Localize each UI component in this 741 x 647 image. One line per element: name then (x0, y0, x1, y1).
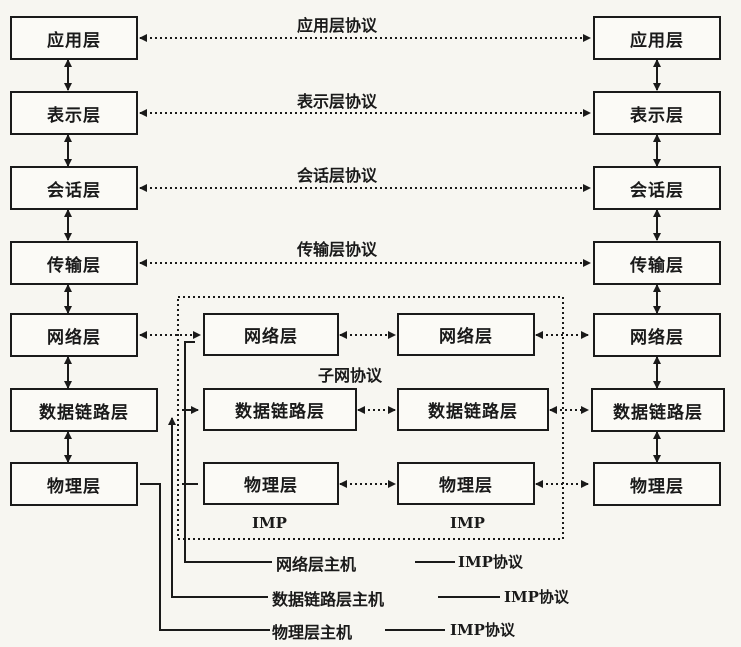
right-session-layer: 会话层 (593, 166, 721, 210)
imp-right-datalink-label: 数据链路层 (428, 402, 518, 422)
physical-host-bracket (140, 483, 270, 631)
subnet-boundary (177, 296, 564, 540)
imp-right-physical-layer: 物理层 (397, 462, 535, 505)
legend-network-imp: IMP协议 (458, 553, 523, 571)
imp-left-datalink-label: 数据链路层 (235, 402, 325, 422)
left-datalink-label: 数据链路层 (39, 402, 129, 423)
trans-protocol-label: 传输层协议 (297, 240, 378, 259)
imp-left-datalink-layer: 数据链路层 (203, 388, 357, 431)
right-transport-label: 传输层 (630, 255, 684, 276)
left-datalink-layer: 数据链路层 (10, 388, 158, 432)
right-datalink-layer: 数据链路层 (591, 388, 725, 432)
imp-left-physical-label: 物理层 (244, 476, 298, 496)
imp-right-network-label: 网络层 (439, 327, 493, 347)
imp-left-network-layer: 网络层 (203, 313, 339, 356)
subnet-protocol-label: 子网协议 (318, 366, 383, 385)
sess-protocol-label: 会话层协议 (297, 166, 378, 185)
legend-datalink-imp: IMP协议 (504, 588, 569, 606)
app-protocol-label: 应用层协议 (297, 16, 378, 35)
left-presentation-layer: 表示层 (10, 91, 138, 135)
legend-datalink-host: 数据链路层主机 (272, 590, 385, 609)
datalink-host-bracket (168, 417, 268, 598)
imp-left-label: IMP (252, 514, 287, 532)
pres-protocol-label: 表示层协议 (297, 92, 378, 111)
left-transport-label: 传输层 (47, 255, 101, 276)
left-application-label: 应用层 (47, 30, 101, 51)
left-application-layer: 应用层 (10, 16, 138, 60)
imp-right-network-layer: 网络层 (397, 313, 535, 356)
right-presentation-layer: 表示层 (593, 91, 721, 135)
imp-left-network-label: 网络层 (244, 327, 298, 347)
left-presentation-label: 表示层 (47, 105, 101, 126)
left-physical-label: 物理层 (47, 476, 101, 497)
left-network-label: 网络层 (47, 327, 101, 348)
right-presentation-label: 表示层 (630, 105, 684, 126)
left-physical-layer: 物理层 (10, 462, 138, 506)
imp-right-label: IMP (450, 514, 485, 532)
left-session-layer: 会话层 (10, 166, 138, 210)
left-session-label: 会话层 (47, 180, 101, 201)
legend-network-host: 网络层主机 (276, 555, 357, 574)
imp-right-physical-label: 物理层 (439, 476, 493, 496)
right-application-label: 应用层 (630, 30, 684, 51)
left-transport-layer: 传输层 (10, 241, 138, 285)
legend-physical-imp: IMP协议 (450, 621, 515, 639)
right-network-layer: 网络层 (593, 313, 721, 357)
right-transport-layer: 传输层 (593, 241, 721, 285)
right-application-layer: 应用层 (593, 16, 721, 60)
right-session-label: 会话层 (630, 180, 684, 201)
right-datalink-label: 数据链路层 (613, 402, 703, 423)
left-network-layer: 网络层 (10, 313, 138, 357)
network-host-bracket (184, 341, 272, 563)
legend-physical-host: 物理层主机 (272, 623, 353, 642)
imp-right-datalink-layer: 数据链路层 (397, 388, 549, 431)
right-network-label: 网络层 (630, 327, 684, 348)
right-physical-layer: 物理层 (593, 462, 721, 506)
right-physical-label: 物理层 (630, 476, 684, 497)
imp-left-physical-layer: 物理层 (203, 462, 339, 505)
